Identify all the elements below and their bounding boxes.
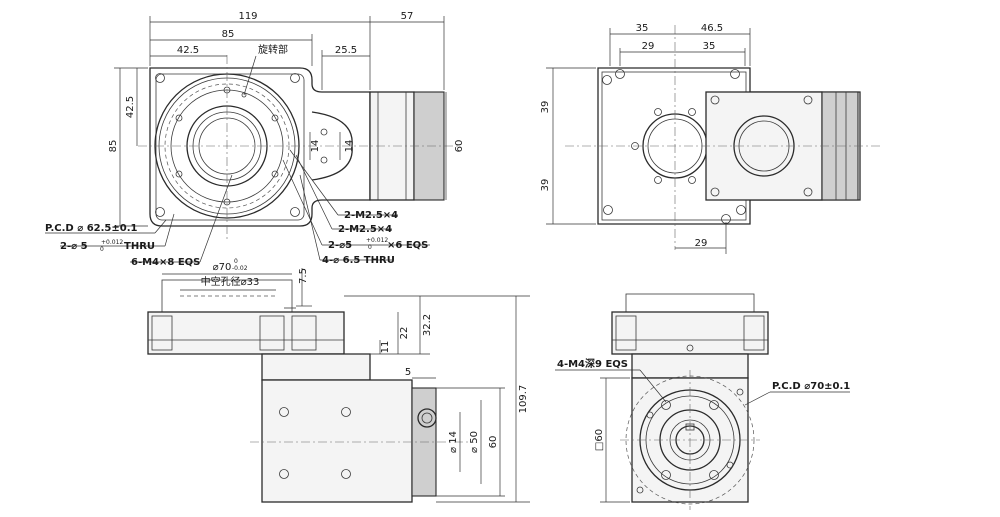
dim-60: 60 <box>488 436 499 449</box>
dim-width-flange: 85 <box>222 29 235 40</box>
dim-35a: 35 <box>636 23 649 34</box>
dim-height: 85 <box>108 140 119 153</box>
dim-39b: 39 <box>540 179 551 192</box>
dim-center-x: 42.5 <box>177 45 199 56</box>
callout-pcd70: P.C.D ⌀70±0.1 <box>772 381 850 392</box>
callout-m4: 6-M4×8 EQS <box>131 257 200 268</box>
dim-offset: 25.5 <box>335 45 357 56</box>
dim-29a: 29 <box>642 41 655 52</box>
callout-phi5-suffix: ×6 EQS <box>387 240 428 251</box>
dim-phi70: ⌀70 <box>213 262 232 273</box>
dim-35b: 35 <box>703 41 716 52</box>
dim-29b: 29 <box>695 238 708 249</box>
dim-11: 11 <box>380 341 391 354</box>
callout-pcd: P.C.D ⌀ 62.5±0.1 <box>45 223 138 234</box>
dim-phi70-sub: -0.02 <box>232 265 248 272</box>
dim-right-ext: 57 <box>401 11 414 22</box>
dim-phi14: ⌀ 14 <box>448 431 459 453</box>
dim-22: 22 <box>399 327 410 340</box>
dim-14b: 14 <box>344 140 355 153</box>
dim-5: 5 <box>405 367 411 378</box>
callout-m25-1: 2-M2.5×4 <box>344 210 398 221</box>
side-elevation-view <box>555 293 850 510</box>
callout-m4-deep: 4-M4深9 EQS <box>557 357 628 370</box>
dim-sq60: □60 <box>594 429 605 451</box>
plan-view <box>45 16 460 263</box>
side-plan-view <box>546 25 880 254</box>
dim-phi50: ⌀ 50 <box>469 431 480 453</box>
dim-shaft-width: 60 <box>454 140 465 153</box>
callout-thru-suffix: THRU <box>124 241 155 252</box>
callout-thru-prefix: 2-⌀ 5 <box>60 241 88 252</box>
callout-thru-sup: +0.012 <box>101 239 123 246</box>
dim-width-total: 119 <box>238 11 257 22</box>
front-elevation-view <box>147 268 530 503</box>
dim-39a: 39 <box>540 101 551 114</box>
callout-65: 4-⌀ 6.5 THRU <box>322 255 395 266</box>
dim-phi70-sup: 0 <box>234 258 238 265</box>
callout-thru-sub: 0 <box>100 246 104 253</box>
callout-phi5-sub: 0 <box>368 244 372 251</box>
dim-7-5: 7.5 <box>298 268 309 284</box>
callout-phi5-sup: +0.012 <box>366 237 388 244</box>
callout-phi5-prefix: 2-⌀5 <box>328 240 352 251</box>
dim-32-2: 32.2 <box>422 314 433 336</box>
dim-46-5: 46.5 <box>701 23 723 34</box>
callout-m25-2: 2-M2.5×4 <box>338 224 392 235</box>
dim-109-7: 109.7 <box>518 385 529 414</box>
dim-14a: 14 <box>310 140 321 153</box>
dim-hollow: 中空孔径⌀33 <box>201 275 260 288</box>
label-rotary-part: 旋转部 <box>258 43 288 56</box>
dim-half-height: 42.5 <box>125 96 136 118</box>
